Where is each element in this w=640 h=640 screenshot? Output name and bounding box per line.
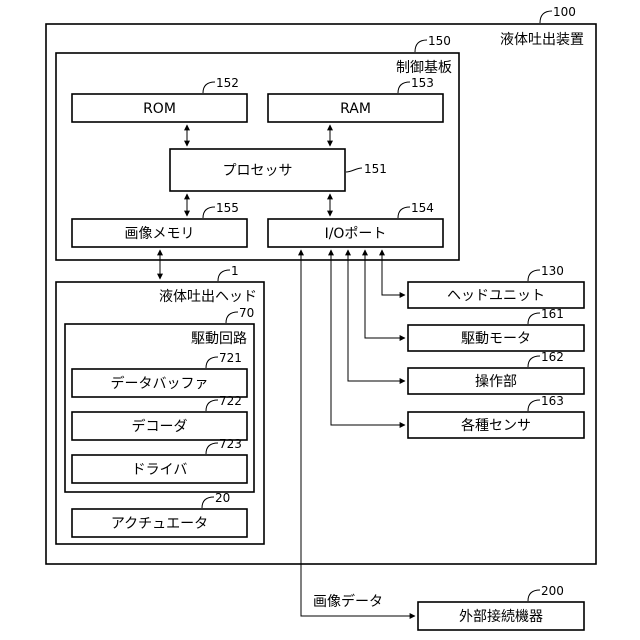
image-memory-label: 画像メモリ [125, 226, 195, 242]
image-memory-ref: 155 [216, 201, 239, 215]
head-unit-ref: 130 [541, 264, 564, 278]
rom-leader [203, 82, 215, 93]
io-head-unit-arrow [382, 250, 405, 295]
head-unit-label: ヘッドユニット [447, 288, 545, 304]
ram-leader [398, 82, 410, 93]
head-leader [218, 270, 230, 281]
rom-ref: 152 [216, 76, 239, 90]
operation-label: 操作部 [475, 374, 517, 390]
actuator-label: アクチュエータ [111, 516, 208, 532]
operation-leader [528, 356, 540, 367]
driver-leader [206, 443, 218, 454]
driver-ref: 723 [219, 437, 242, 451]
processor-label: プロセッサ [223, 163, 293, 179]
data-buffer-ref: 721 [219, 351, 242, 365]
io-operation-arrow [348, 250, 405, 381]
io-port-label: I/Oポート [325, 226, 387, 242]
head-label: 液体吐出ヘッド [159, 289, 257, 305]
drive-circuit-label: 駆動回路 [191, 331, 247, 347]
io-drive-motor-arrow [365, 250, 405, 338]
operation-ref: 162 [541, 350, 564, 364]
ram-ref: 153 [411, 76, 434, 90]
decoder-label: デコーダ [132, 418, 188, 435]
drive-circuit-ref: 70 [239, 306, 254, 320]
control-board-ref: 150 [428, 34, 451, 48]
head-ref: 1 [231, 264, 239, 278]
io-external-arrow [301, 250, 415, 616]
actuator-ref: 20 [215, 491, 230, 505]
device-label: 液体吐出装置 [500, 32, 584, 48]
external-ref: 200 [541, 584, 564, 598]
drive-motor-leader [528, 313, 540, 324]
sensors-label: 各種センサ [461, 418, 531, 434]
image-data-label: 画像データ [313, 593, 383, 610]
drive-circuit-leader [226, 312, 238, 323]
processor-leader [346, 168, 362, 172]
ram-label: RAM [340, 101, 371, 117]
image-memory-leader [203, 207, 215, 218]
rom-label: ROM [143, 101, 176, 117]
actuator-leader [202, 497, 214, 508]
driver-label: ドライバ [132, 462, 188, 478]
control-board-label: 制御基板 [396, 59, 452, 76]
control-board-leader [415, 40, 427, 52]
data-buffer-label: データバッファ [111, 375, 209, 392]
device-ref: 100 [553, 5, 576, 19]
external-label: 外部接続機器 [459, 608, 543, 625]
external-leader [528, 590, 540, 601]
io-port-ref: 154 [411, 201, 434, 215]
sensors-leader [528, 400, 540, 411]
device-leader [540, 11, 552, 23]
decoder-leader [206, 400, 218, 411]
data-buffer-leader [206, 357, 218, 368]
io-port-leader [398, 207, 410, 218]
processor-ref: 151 [364, 162, 387, 176]
sensors-ref: 163 [541, 394, 564, 408]
head-unit-leader [528, 270, 540, 281]
drive-motor-label: 駆動モータ [461, 331, 531, 347]
decoder-ref: 722 [219, 394, 242, 408]
drive-motor-ref: 161 [541, 307, 564, 321]
